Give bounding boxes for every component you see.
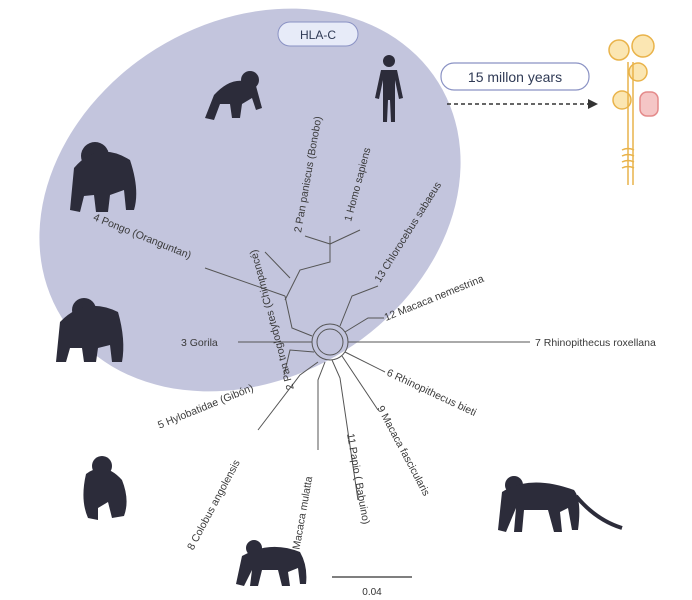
rna-structure-icon — [608, 34, 659, 185]
human-icon — [375, 55, 403, 122]
gibbon-icon — [83, 456, 127, 520]
hla-c-clade-ellipse — [39, 8, 461, 392]
taxon-label: 7 Rhinopithecus roxellana — [535, 337, 656, 349]
taxon-label: 3 Gorila — [181, 337, 218, 349]
taxon-label: 9 Macaca fascicularis — [374, 404, 432, 498]
baboon-icon — [498, 476, 623, 532]
arrow-head-icon — [588, 99, 598, 109]
gorilla-icon — [56, 298, 124, 362]
taxon-label: 11 Papio ( Babuino) — [344, 432, 372, 525]
scale-label: 0.04 — [362, 587, 382, 598]
orangutan-icon — [70, 142, 137, 212]
hla-c-badge — [277, 21, 359, 47]
taxon-label: 8 Colobus angolensis — [185, 458, 243, 552]
chimpanzee-icon — [205, 71, 262, 120]
timeline-label: 15 millon years — [468, 69, 562, 85]
tree-branches — [204, 229, 530, 501]
taxon-label: 6 Rhinopithecus bieti — [385, 367, 478, 419]
monkey-icon — [236, 540, 307, 586]
hla-c-label: HLA-C — [300, 28, 336, 42]
timeline-badge — [440, 62, 590, 91]
